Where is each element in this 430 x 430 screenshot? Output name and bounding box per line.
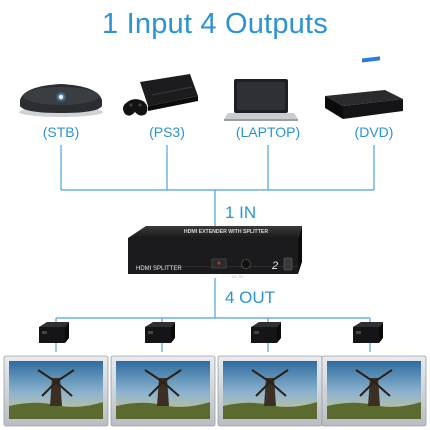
monitor-icon (3, 355, 109, 427)
monitor-icon (110, 355, 216, 427)
page-title: 1 Input 4 Outputs (102, 8, 328, 40)
output-label: 4 OUT (225, 288, 276, 307)
device-front-text: HDMI SPLITTER (136, 266, 182, 272)
dvd-player-icon (325, 56, 403, 119)
source-label-stb: (STB) (42, 124, 80, 140)
source-label-dvd: (DVD) (354, 124, 394, 140)
monitor-icon (217, 355, 323, 427)
device-top-text: HDMI EXTENDER WITH SPLITTER (184, 229, 268, 235)
hdmi-receiver-icon (353, 322, 383, 343)
set-top-box-icon (19, 84, 103, 117)
source-label-ps3: (PS3) (149, 124, 185, 140)
source-label-laptop: (LAPTOP) (235, 124, 301, 140)
monitor-icon (321, 355, 427, 427)
device-switch-number: 2 (271, 260, 278, 272)
hdmi-receiver-icon (39, 322, 69, 343)
hdmi-receiver-icon (145, 322, 175, 343)
input-label: 1 IN (225, 203, 257, 222)
input-lines (60, 145, 375, 230)
hdmi-splitter-icon (128, 226, 302, 274)
device-port-label: DC 5V (232, 274, 244, 279)
laptop-icon (224, 79, 298, 121)
output-lines (55, 278, 371, 352)
game-console-icon (123, 74, 198, 116)
hdmi-receiver-icon (251, 322, 281, 343)
